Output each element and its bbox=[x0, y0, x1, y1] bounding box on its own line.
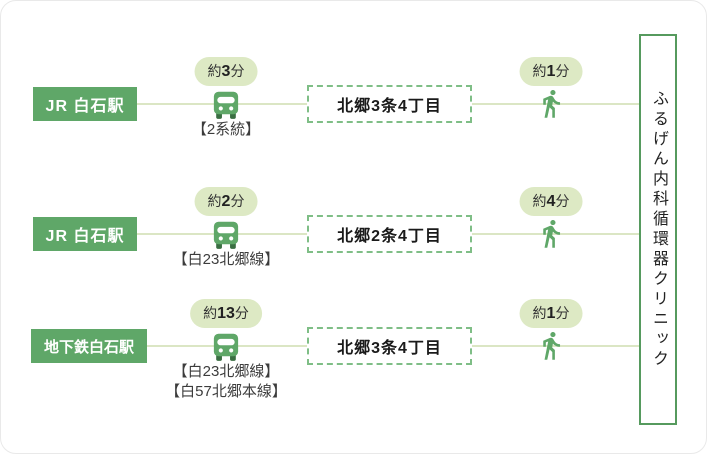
time-number: 13 bbox=[217, 305, 235, 322]
time-suffix: 分 bbox=[555, 63, 570, 79]
time-suffix: 分 bbox=[230, 193, 245, 209]
time-prefix: 約 bbox=[207, 63, 222, 79]
bus-route-line: 【白23北郷線】 bbox=[172, 251, 280, 268]
clinic-name-box: ふるげん内科循環器クリニック bbox=[639, 34, 677, 425]
bus-route-line: 【2系統】 bbox=[191, 121, 261, 138]
station-label: JR 白石駅 bbox=[33, 87, 137, 121]
time-suffix: 分 bbox=[230, 63, 245, 79]
time-number: 3 bbox=[221, 63, 231, 80]
bus-icon bbox=[212, 332, 240, 362]
time-prefix: 約 bbox=[532, 63, 547, 79]
bus-stop-label: 北郷2条4丁目 bbox=[307, 215, 472, 253]
time-number: 1 bbox=[546, 305, 556, 322]
bus-icon bbox=[212, 90, 240, 120]
time-number: 1 bbox=[546, 63, 556, 80]
time-number: 4 bbox=[546, 193, 556, 210]
walk-time-badge: 約1分 bbox=[519, 299, 583, 328]
time-suffix: 分 bbox=[555, 305, 570, 321]
time-prefix: 約 bbox=[532, 193, 547, 209]
bus-route-names: 【白23北郷線】 【白57北郷本線】 bbox=[165, 362, 287, 402]
bus-time-badge: 約3分 bbox=[194, 57, 258, 86]
bus-icon bbox=[212, 220, 240, 250]
walk-icon bbox=[536, 218, 567, 249]
walk-icon bbox=[536, 330, 567, 361]
time-suffix: 分 bbox=[555, 193, 570, 209]
station-label: JR 白石駅 bbox=[33, 217, 137, 251]
time-prefix: 約 bbox=[532, 305, 547, 321]
bus-route-line: 【白23北郷線】 bbox=[172, 363, 280, 380]
station-label: 地下鉄白石駅 bbox=[31, 329, 147, 363]
walk-icon bbox=[536, 88, 567, 119]
bus-stop-label: 北郷3条4丁目 bbox=[307, 327, 472, 365]
time-prefix: 約 bbox=[207, 193, 222, 209]
time-number: 2 bbox=[221, 193, 231, 210]
time-prefix: 約 bbox=[203, 305, 218, 321]
bus-route-line: 【白57北郷本線】 bbox=[165, 383, 287, 400]
walk-time-badge: 約1分 bbox=[519, 57, 583, 86]
walk-time-badge: 約4分 bbox=[519, 187, 583, 216]
bus-time-badge: 約13分 bbox=[190, 299, 262, 328]
bus-route-names: 【2系統】 bbox=[192, 120, 260, 140]
time-suffix: 分 bbox=[234, 305, 249, 321]
bus-time-badge: 約2分 bbox=[194, 187, 258, 216]
bus-route-names: 【白23北郷線】 bbox=[173, 250, 280, 270]
bus-stop-label: 北郷3条4丁目 bbox=[307, 85, 472, 123]
